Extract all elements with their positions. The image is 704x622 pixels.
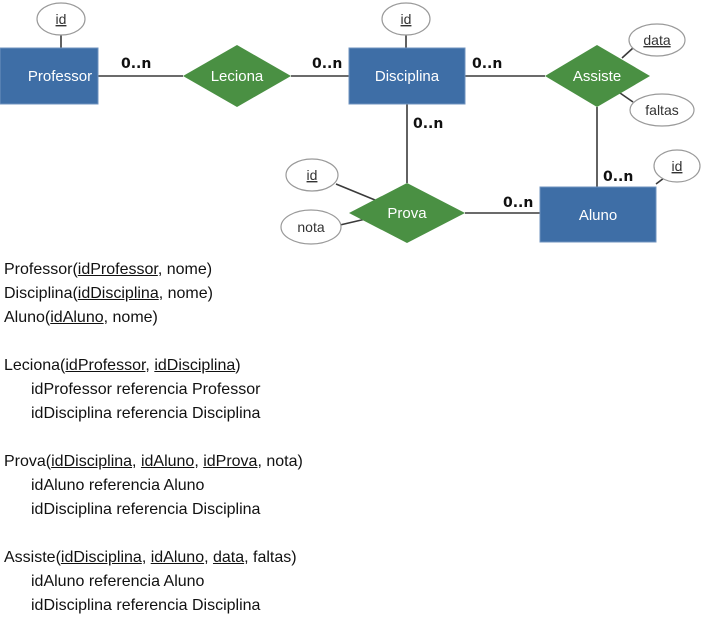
attribute-professor-id-label: id xyxy=(56,11,67,27)
schema-text-prova: Prova( xyxy=(4,453,52,470)
entity-professor-label: Professor xyxy=(28,68,92,85)
schema-key-prova: idProva xyxy=(203,453,258,470)
attribute-assiste-faltas-label: faltas xyxy=(645,102,678,118)
schema-key-disciplina: idDisciplina xyxy=(77,285,159,302)
entity-aluno: Aluno xyxy=(539,186,657,243)
schema-text-assiste: , xyxy=(204,549,213,566)
attribute-prova-nota-label: nota xyxy=(297,219,324,235)
attribute-disciplina-id: id xyxy=(381,2,431,36)
schema-table-prova: Prova(idDisciplina, idAluno, idProva, no… xyxy=(4,450,303,474)
cardinality-professor-leciona: 0..n xyxy=(121,56,151,72)
attribute-professor-id: id xyxy=(36,2,86,36)
schema-reference-prova: idAluno referencia Aluno xyxy=(31,477,205,494)
schema-key-assiste: idAluno xyxy=(150,549,205,566)
schema-text-prova: , nota) xyxy=(257,453,303,470)
schema-text-prova: , xyxy=(132,453,141,470)
cardinality-leciona-disciplina: 0..n xyxy=(312,56,342,72)
attribute-prova-id: id xyxy=(285,158,339,192)
schema-text-disciplina: Disciplina( xyxy=(4,285,78,302)
line-assiste-faltas xyxy=(619,92,634,103)
schema-text-professor: , nome) xyxy=(157,261,213,278)
attribute-assiste-faltas: faltas xyxy=(629,93,695,127)
schema-table-leciona: Leciona(idProfessor, idDisciplina) xyxy=(4,354,303,378)
schema-text-aluno: Aluno( xyxy=(4,309,51,326)
entity-professor: Professor xyxy=(0,47,99,105)
attribute-assiste-data-label: data xyxy=(643,32,670,48)
schema-spacer xyxy=(4,522,303,546)
entity-disciplina-label: Disciplina xyxy=(375,68,440,85)
line-prova-id xyxy=(335,183,376,201)
attribute-assiste-data: data xyxy=(628,23,686,57)
cardinality-prova-aluno: 0..n xyxy=(503,195,533,211)
attribute-prova-id-label: id xyxy=(307,167,318,183)
schema-text-leciona: , xyxy=(145,357,155,374)
schema-table-disciplina: Disciplina(idDisciplina, nome) xyxy=(4,282,303,306)
relational-schema: Professor(idProfessor, nome)Disciplina(i… xyxy=(4,258,303,618)
schema-key-leciona: idProfessor xyxy=(65,357,146,374)
schema-table-professor: Professor(idProfessor, nome) xyxy=(4,258,303,282)
schema-text-assiste: Assiste( xyxy=(4,549,61,566)
schema-table-aluno: Aluno(idAluno, nome) xyxy=(4,306,303,330)
schema-spacer xyxy=(4,426,303,450)
schema-text-leciona: Leciona( xyxy=(4,357,66,374)
schema-spacer xyxy=(4,330,303,354)
schema-key-prova: idAluno xyxy=(140,453,195,470)
schema-text-assiste: , xyxy=(141,549,151,566)
schema-key-prova: idDisciplina xyxy=(51,453,133,470)
schema-key-leciona: idDisciplina xyxy=(154,357,236,374)
schema-text-assiste: , faltas) xyxy=(244,549,297,566)
er-diagram: Professor Disciplina Aluno Leciona Assis… xyxy=(0,2,701,245)
schema-text-leciona: ) xyxy=(235,357,241,374)
attribute-aluno-id: id xyxy=(653,149,701,183)
relationship-assiste: Assiste xyxy=(545,45,650,107)
attribute-prova-nota: nota xyxy=(280,209,342,245)
schema-text-prova: , xyxy=(194,453,204,470)
schema-reference-assiste: idDisciplina referencia Disciplina xyxy=(31,597,261,614)
relationship-prova-label: Prova xyxy=(387,205,427,222)
schema-key-assiste: data xyxy=(212,549,245,566)
cardinality-assiste-aluno: 0..n xyxy=(603,169,633,185)
entity-aluno-label: Aluno xyxy=(579,207,617,224)
attribute-disciplina-id-label: id xyxy=(401,11,412,27)
relationship-leciona-label: Leciona xyxy=(211,68,264,85)
attribute-aluno-id-label: id xyxy=(672,158,683,174)
schema-reference-leciona: idProfessor referencia Professor xyxy=(31,381,261,398)
schema-reference-assiste: idAluno referencia Aluno xyxy=(31,573,205,590)
schema-key-assiste: idDisciplina xyxy=(60,549,142,566)
entity-disciplina: Disciplina xyxy=(348,47,466,105)
schema-table-assiste: Assiste(idDisciplina, idAluno, data, fal… xyxy=(4,546,303,570)
cardinality-disciplina-assiste: 0..n xyxy=(472,56,502,72)
relationship-leciona: Leciona xyxy=(183,45,291,107)
connector-lines xyxy=(60,35,665,226)
schema-text-disciplina: , nome) xyxy=(158,285,213,302)
schema-key-aluno: idAluno xyxy=(50,309,104,326)
cardinality-disciplina-prova: 0..n xyxy=(413,116,443,132)
schema-reference-leciona: idDisciplina referencia Disciplina xyxy=(31,405,261,422)
relationship-prova: Prova xyxy=(349,183,465,243)
relationship-assiste-label: Assiste xyxy=(573,68,621,85)
schema-text-aluno: , nome) xyxy=(103,309,158,326)
line-assiste-data xyxy=(621,47,634,59)
schema-key-professor: idProfessor xyxy=(77,261,158,278)
schema-text-professor: Professor( xyxy=(4,261,78,278)
schema-reference-prova: idDisciplina referencia Disciplina xyxy=(31,501,261,518)
